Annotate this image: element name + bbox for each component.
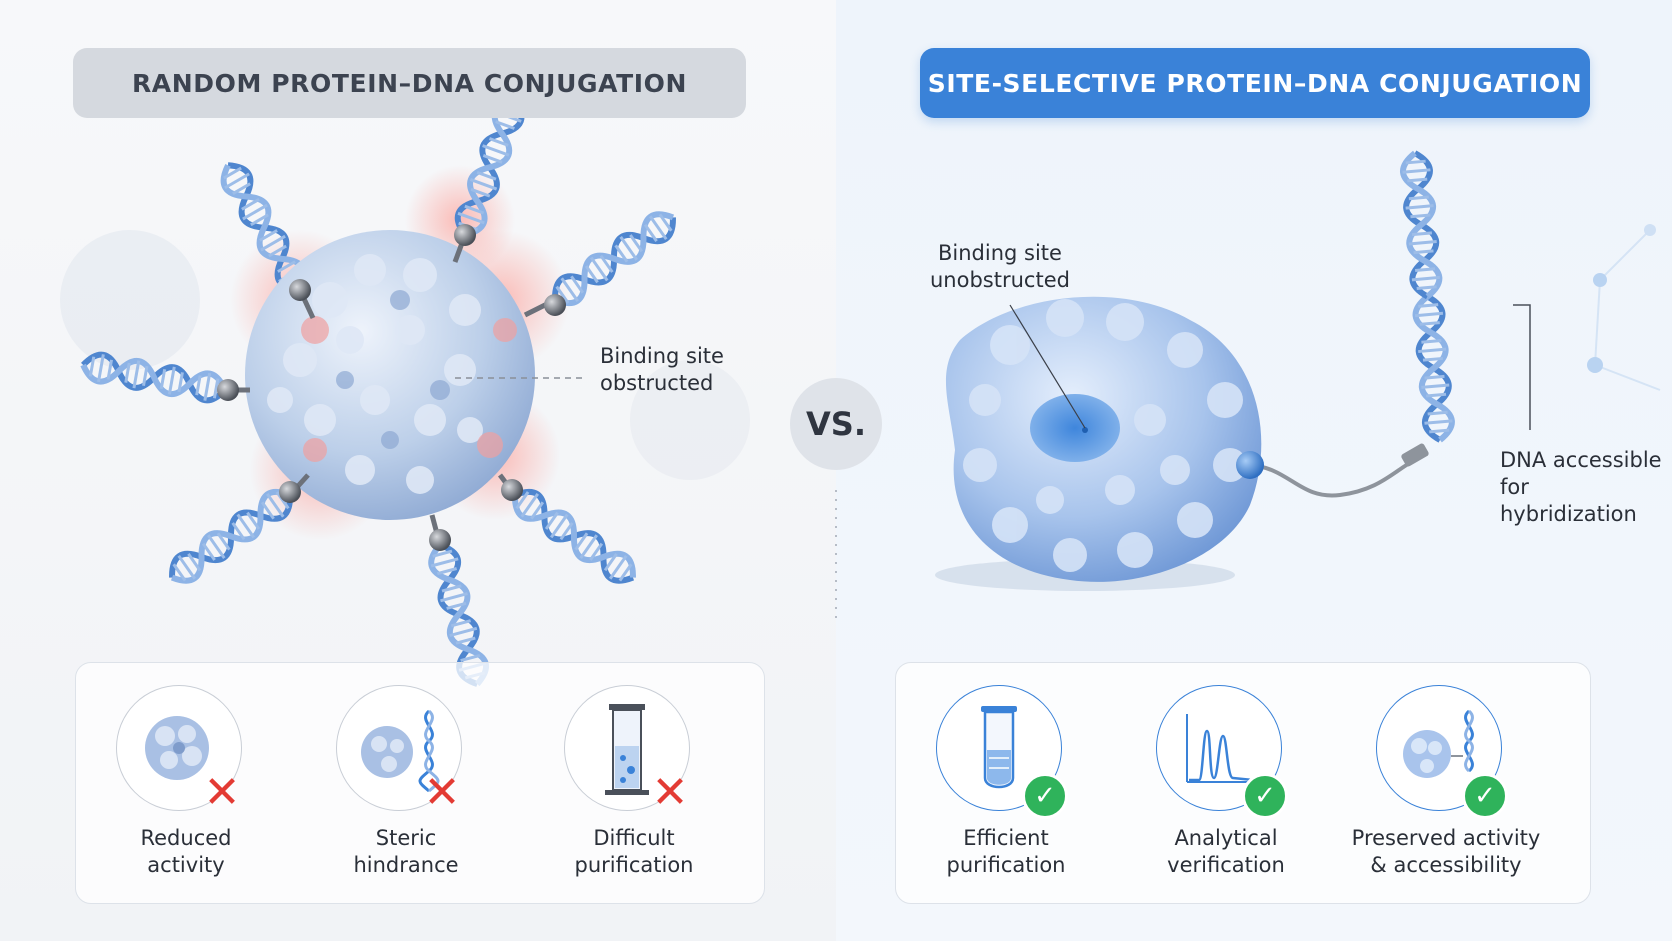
protein-dna-icon bbox=[1403, 709, 1474, 778]
binding-site-unobstructed-label: Binding site unobstructed bbox=[930, 241, 1070, 292]
binding-site-obstructed-label: Binding site obstructed bbox=[600, 344, 724, 395]
column-icon bbox=[605, 704, 649, 795]
cross-icon: ✕ bbox=[203, 767, 241, 818]
dna-accessible-label: DNA accessible for hybridization bbox=[1500, 448, 1662, 526]
feature-efficient-purification: ✓ Efficient purification bbox=[896, 663, 1116, 903]
check-icon: ✓ bbox=[1462, 773, 1508, 819]
site-selective-conjugation-title: SITE-SELECTIVE PROTEIN–DNA CONJUGATION bbox=[920, 48, 1590, 118]
protein-icon bbox=[145, 716, 209, 780]
feature-reduced-activity: ✕ Reduced activity bbox=[76, 663, 296, 903]
random-conjugation-title: RANDOM PROTEIN–DNA CONJUGATION bbox=[73, 48, 746, 118]
advantages-panel: ✓ Efficient purification ✓ Analytical ve… bbox=[895, 662, 1591, 904]
chromatogram-icon bbox=[1186, 714, 1255, 783]
check-icon: ✓ bbox=[1242, 773, 1288, 819]
feature-difficult-purification: ✕ Difficult purification bbox=[524, 663, 744, 903]
protein-dna-icon bbox=[361, 709, 440, 793]
vs-badge: VS. bbox=[790, 378, 882, 470]
feature-preserved-activity: ✓ Preserved activity & accessibility bbox=[1336, 663, 1556, 903]
check-icon: ✓ bbox=[1022, 773, 1068, 819]
feature-steric-hindrance: ✕ Steric hindrance bbox=[296, 663, 516, 903]
random-conjugate bbox=[81, 95, 681, 688]
site-selective-conjugate bbox=[935, 152, 1531, 591]
drawbacks-panel: ✕ Reduced activity ✕ Steric hindrance bbox=[75, 662, 765, 904]
test-tube-icon bbox=[981, 706, 1017, 789]
cross-icon: ✕ bbox=[651, 767, 689, 818]
feature-analytical-verification: ✓ Analytical verification bbox=[1116, 663, 1336, 903]
cross-icon: ✕ bbox=[423, 767, 461, 818]
